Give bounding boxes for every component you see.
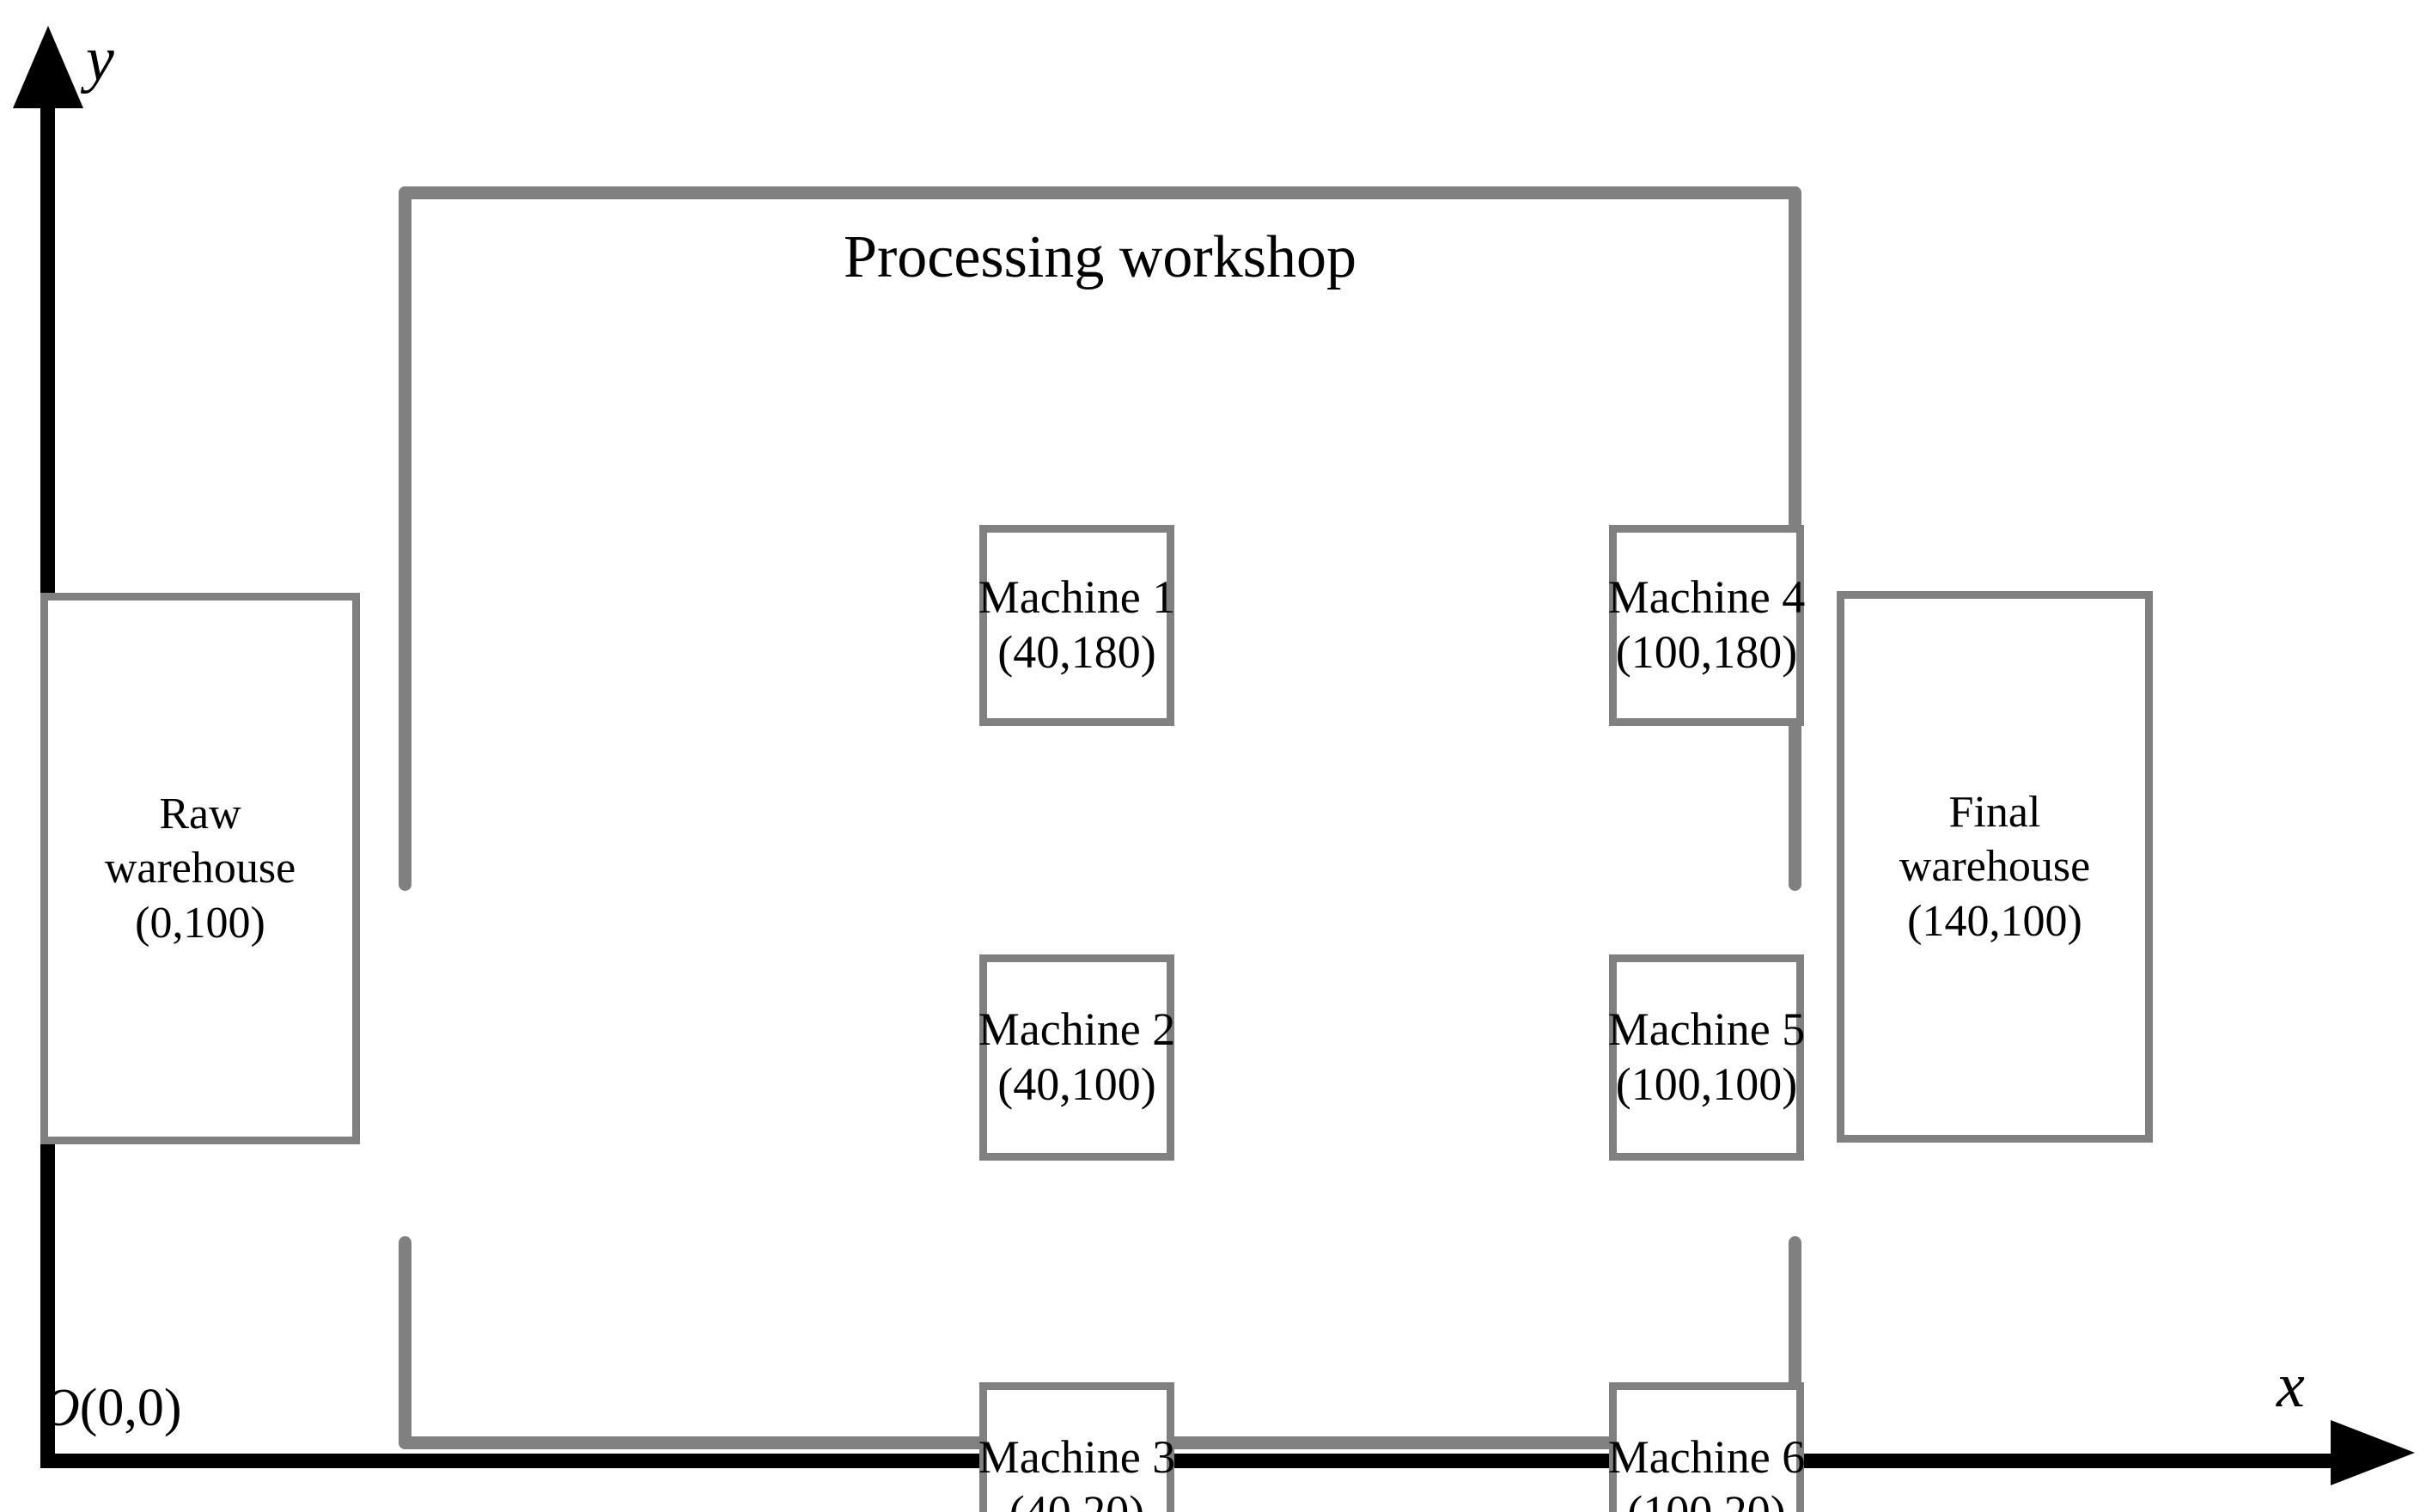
machine-6-name: Machine 6 xyxy=(1607,1431,1806,1484)
machine-4-name: Machine 4 xyxy=(1607,571,1806,624)
y-axis-label: y xyxy=(86,24,114,94)
machine-5-coordinates: (100,100) xyxy=(1615,1058,1798,1110)
machine-3-coordinates: (40,20) xyxy=(1009,1486,1145,1512)
machine-4-box[interactable]: Machine 4 (100,180) xyxy=(1607,525,1806,726)
machine-1-name: Machine 1 xyxy=(978,571,1176,624)
raw-warehouse-name-line2: warehouse xyxy=(104,844,296,893)
machine-5-box[interactable]: Machine 5 (100,100) xyxy=(1607,954,1806,1161)
machine-5-name: Machine 5 xyxy=(1607,1003,1806,1056)
machine-3-name: Machine 3 xyxy=(978,1431,1176,1484)
machine-1-box[interactable]: Machine 1 (40,180) xyxy=(978,525,1176,726)
machine-2-name: Machine 2 xyxy=(978,1003,1176,1056)
origin-coordinates: (0,0) xyxy=(79,1379,182,1437)
final-warehouse-name-line1: Final xyxy=(1948,787,2041,837)
raw-warehouse-coordinates: (0,100) xyxy=(135,898,265,948)
x-axis-arrowhead-icon xyxy=(2331,1420,2415,1485)
workshop-wall-left-lower xyxy=(399,1236,411,1449)
processing-workshop-area[interactable]: Processing workshop Machine 1 (40,180) M… xyxy=(399,186,1806,1512)
machine-4-coordinates: (100,180) xyxy=(1615,626,1798,678)
x-axis-label: x xyxy=(2277,1350,2305,1421)
final-warehouse-coordinates: (140,100) xyxy=(1907,896,2082,946)
workshop-title: Processing workshop xyxy=(844,224,1356,290)
machine-6-box[interactable]: Machine 6 (100,20) xyxy=(1607,1382,1806,1512)
final-warehouse-box[interactable]: Final warehouse (140,100) xyxy=(1837,591,2153,1143)
machine-1-coordinates: (40,180) xyxy=(997,626,1156,678)
origin-symbol: O xyxy=(41,1379,80,1437)
machine-6-coordinates: (100,20) xyxy=(1627,1486,1786,1512)
workshop-wall-top xyxy=(399,186,1801,199)
final-warehouse-name-line2: warehouse xyxy=(1899,842,2091,892)
machine-3-box[interactable]: Machine 3 (40,20) xyxy=(978,1382,1176,1512)
workshop-wall-left-upper xyxy=(399,186,411,891)
raw-warehouse-name-line1: Raw xyxy=(159,789,241,838)
origin-label: O(0,0) xyxy=(41,1381,182,1435)
machine-2-coordinates: (40,100) xyxy=(997,1058,1156,1110)
raw-warehouse-box[interactable]: Raw warehouse (0,100) xyxy=(40,593,360,1144)
y-axis-arrowhead-icon xyxy=(13,26,83,108)
machine-2-box[interactable]: Machine 2 (40,100) xyxy=(978,954,1176,1161)
x-axis-line xyxy=(40,1454,2351,1468)
